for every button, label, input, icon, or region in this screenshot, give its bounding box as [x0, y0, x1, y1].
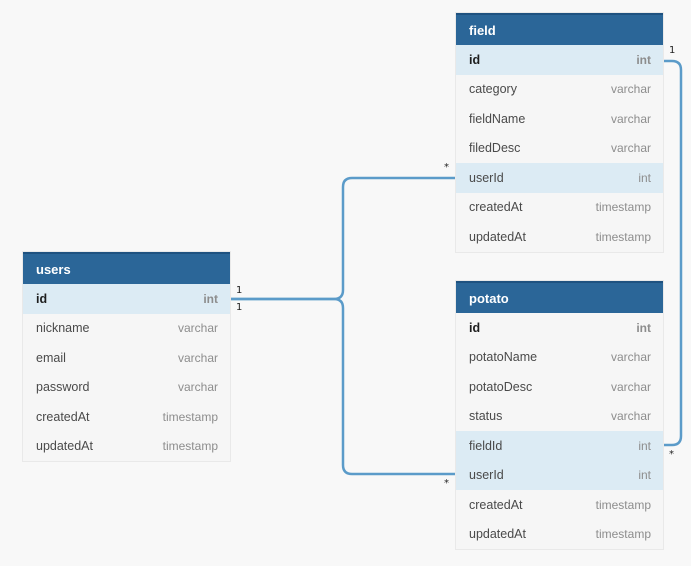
table-header[interactable]: field [456, 13, 663, 45]
column-name: password [36, 380, 90, 395]
column-name: userId [469, 468, 504, 483]
card-potato-fieldid-many: * [669, 449, 674, 460]
column-name: potatoDesc [469, 379, 533, 394]
column-name: updatedAt [36, 439, 93, 454]
table-row[interactable]: potatoDesc varchar [456, 372, 663, 402]
column-name: createdAt [36, 409, 90, 424]
table-row[interactable]: updatedAt timestamp [456, 520, 663, 550]
column-name: fieldId [469, 438, 503, 453]
table-row[interactable]: id int [23, 284, 230, 314]
column-name: filedDesc [469, 141, 521, 156]
column-type: timestamp [595, 200, 651, 215]
table-row[interactable]: createdAt timestamp [23, 402, 230, 432]
column-name: status [469, 409, 503, 424]
card-field-userid-many: * [444, 162, 449, 173]
table-row[interactable]: id int [456, 45, 663, 75]
column-type: varchar [610, 82, 651, 97]
link-users-field [230, 176, 456, 301]
table-row[interactable]: status varchar [456, 402, 663, 432]
link-users-potato [230, 297, 456, 476]
table-row[interactable]: fieldId int [456, 431, 663, 461]
column-type: varchar [610, 379, 651, 394]
table-row[interactable]: category varchar [456, 75, 663, 105]
table-row[interactable]: email varchar [23, 343, 230, 373]
table-row[interactable]: userId int [456, 163, 663, 193]
column-type: timestamp [162, 409, 218, 424]
column-name: category [469, 82, 517, 97]
column-type: varchar [177, 350, 218, 365]
column-type: timestamp [595, 497, 651, 512]
column-type: varchar [610, 111, 651, 126]
table-field[interactable]: field id int category varchar fieldName var… [456, 13, 663, 252]
column-type: int [638, 468, 651, 483]
table-row[interactable]: updatedAt timestamp [456, 222, 663, 252]
table-row[interactable]: nickname varchar [23, 314, 230, 344]
card-field-id-one: 1 [669, 45, 676, 56]
table-header[interactable]: users [23, 252, 230, 284]
column-name: createdAt [469, 497, 523, 512]
column-name: email [36, 350, 66, 365]
column-name: nickname [36, 321, 90, 336]
table-row[interactable]: createdAt timestamp [456, 193, 663, 223]
column-name: id [469, 52, 481, 67]
column-type: timestamp [162, 439, 218, 454]
column-type: int [203, 291, 218, 306]
card-users-field-one: 1 [236, 285, 243, 296]
column-type: varchar [610, 350, 651, 365]
column-name: id [469, 320, 481, 335]
table-header[interactable]: potato [456, 281, 663, 313]
column-type: int [638, 438, 651, 453]
column-name: potatoName [469, 350, 538, 365]
column-type: timestamp [595, 527, 651, 542]
table-users[interactable]: users id int nickname varchar email varchar… [23, 252, 230, 461]
column-name: updatedAt [469, 527, 526, 542]
column-type: int [636, 52, 651, 67]
column-type: timestamp [595, 229, 651, 244]
column-type: varchar [177, 380, 218, 395]
table-row[interactable]: fieldName varchar [456, 104, 663, 134]
column-type: int [638, 170, 651, 185]
column-name: id [36, 291, 48, 306]
table-row[interactable]: potatoName varchar [456, 343, 663, 373]
table-row[interactable]: updatedAt timestamp [23, 432, 230, 462]
column-name: fieldName [469, 111, 526, 126]
table-row[interactable]: filedDesc varchar [456, 134, 663, 164]
column-type: int [636, 320, 651, 335]
table-row[interactable]: id int [456, 313, 663, 343]
column-name: createdAt [469, 200, 523, 215]
card-potato-userid-many: * [444, 478, 449, 489]
card-users-potato-one: 1 [236, 302, 243, 313]
column-type: varchar [610, 409, 651, 424]
column-name: userId [469, 170, 504, 185]
link-field-potato [663, 59, 683, 447]
table-potato[interactable]: potato id int potatoName varchar potatoDes… [456, 281, 663, 549]
column-type: varchar [610, 141, 651, 156]
column-type: varchar [177, 321, 218, 336]
column-name: updatedAt [469, 229, 526, 244]
table-row[interactable]: userId int [456, 460, 663, 490]
table-row[interactable]: password varchar [23, 373, 230, 403]
table-row[interactable]: createdAt timestamp [456, 490, 663, 520]
